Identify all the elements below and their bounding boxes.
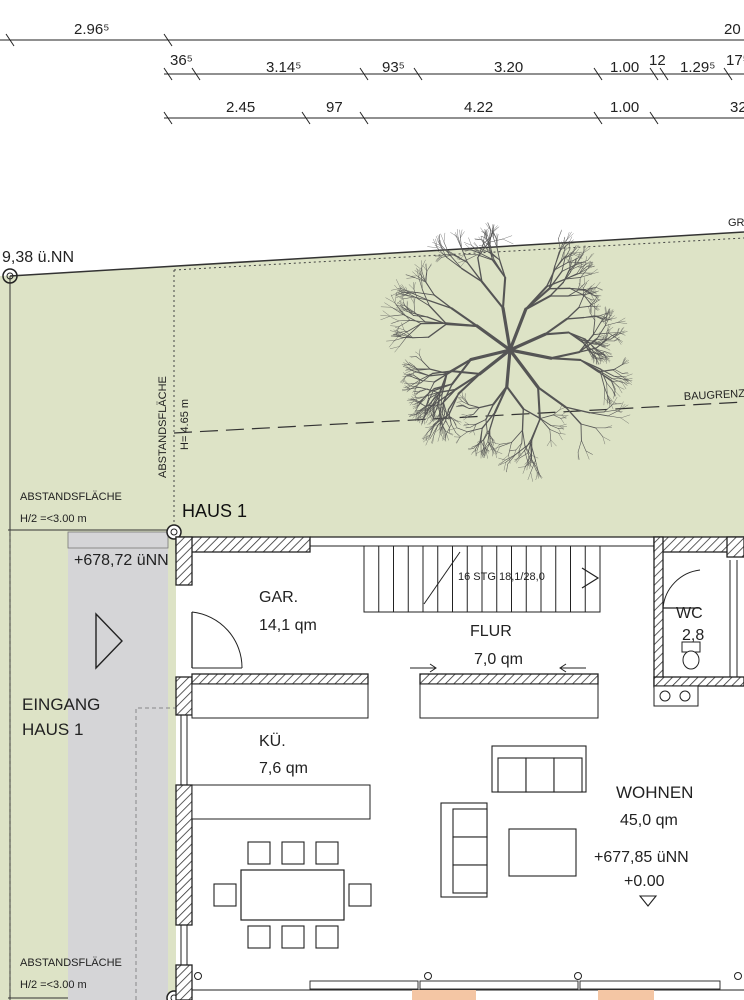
entrance-dashed-outline	[135, 707, 176, 1000]
abstand-top-value: H/2 =<3.00 m	[20, 513, 87, 525]
level-marker-icon	[638, 895, 658, 907]
dim-ticks-row1	[163, 67, 733, 81]
house-label: HAUS 1	[182, 501, 247, 521]
kitchen-counter	[191, 784, 371, 820]
dim-text: 32	[730, 99, 744, 116]
cabinet	[419, 683, 599, 719]
house-floor	[176, 537, 744, 1000]
door-sill	[598, 990, 654, 1000]
staircase	[363, 545, 601, 613]
room-level-wohnen: +0.00	[624, 873, 665, 890]
entrance-label-line1: EINGANG	[22, 695, 100, 714]
dim-text: 12	[649, 52, 666, 69]
wall	[653, 676, 744, 687]
dimension-texts: 2.96⁵ 20 36⁵ 3.14⁵ 93⁵ 3.20 1.00 12 1.29…	[74, 21, 744, 116]
wall	[419, 673, 599, 685]
dim-text: 93⁵	[382, 59, 405, 76]
stair-label: 16 STG 18,1/28,0	[458, 571, 545, 583]
stair-direction-icon	[581, 567, 600, 589]
dim-text: 2.96⁵	[74, 21, 109, 38]
chair-icon	[213, 841, 372, 949]
door-sill	[412, 990, 476, 1000]
wall	[175, 784, 193, 926]
room-area-flur: 7,0 qm	[474, 651, 523, 668]
sink-icon	[653, 685, 699, 707]
dimension-chain-top	[0, 33, 744, 125]
wall	[175, 536, 193, 586]
survey-point-icon	[166, 524, 182, 540]
wc-door-swing	[662, 569, 701, 609]
h-vertical-label: H= 4.65 m	[179, 399, 191, 450]
room-name-flur: FLUR	[470, 623, 512, 640]
window-sill	[579, 980, 721, 990]
room-name-garage: GAR.	[259, 589, 298, 606]
dim-text: 2.45	[226, 99, 255, 116]
abstand-top-title: ABSTANDSFLÄCHE	[20, 491, 122, 503]
stair-break-line	[423, 551, 461, 605]
dim-text: 1.29⁵	[680, 59, 715, 76]
baugrenze-line	[173, 401, 744, 434]
abstand-vertical-label: ABSTANDSFLÄCHE	[157, 376, 169, 478]
room-name-wohnen: WOHNEN	[616, 783, 693, 802]
dim-text: 1.00	[610, 99, 639, 116]
abstand-bottom-title: ABSTANDSFLÄCHE	[20, 957, 122, 969]
wall	[653, 536, 664, 688]
arrow-icon	[410, 663, 586, 673]
room-elevation-wohnen: +677,85 üNN	[594, 849, 689, 866]
wall	[175, 536, 311, 553]
wall	[175, 964, 193, 1000]
dim-text: 3.20	[494, 59, 523, 76]
entrance-label-line2: HAUS 1	[22, 720, 83, 739]
room-area-garage: 14,1 qm	[259, 617, 317, 634]
label-gr: GR	[728, 217, 744, 229]
wall	[175, 676, 193, 716]
dining-table	[240, 869, 345, 921]
window-sill	[419, 980, 579, 990]
wall	[726, 536, 744, 558]
house-1	[175, 536, 744, 1000]
toilet-icon	[681, 641, 701, 670]
dim-text: 20	[724, 21, 741, 38]
room-area-wc: 2,8	[682, 627, 704, 644]
abstand-bottom-value: H/2 =<3.00 m	[20, 979, 87, 991]
kitchen-cabinet	[191, 683, 369, 719]
setback-line-top	[173, 237, 744, 271]
entrance-step	[67, 531, 169, 549]
sofa-icon	[491, 745, 587, 793]
entrance-elevation: +678,72 üNN	[74, 552, 169, 569]
dim-text: 4.22	[464, 99, 493, 116]
room-area-wohnen: 45,0 qm	[620, 812, 678, 829]
dim-text: 17⁵	[726, 52, 744, 69]
coffee-table	[508, 828, 577, 877]
entrance-arrow-icon	[95, 612, 123, 670]
dim-text: 1.00	[610, 59, 639, 76]
dim-text: 3.14⁵	[266, 59, 301, 76]
dim-ticks-row2	[163, 111, 659, 125]
elevation-label: 9,38 ü.NN	[2, 249, 74, 266]
window-sill	[309, 980, 419, 990]
entrance-path	[68, 548, 168, 1000]
baugrenze-label: BAUGRENZE	[684, 387, 744, 403]
sofa-icon	[440, 802, 488, 898]
dim-text: 97	[326, 99, 343, 116]
dim-text: 36⁵	[170, 52, 193, 69]
tree-icon	[380, 222, 633, 482]
column-icon	[194, 972, 742, 980]
room-area-kitchen: 7,6 qm	[259, 760, 308, 777]
wall	[191, 673, 369, 685]
door-swing	[191, 611, 243, 669]
room-name-kitchen: KÜ.	[259, 732, 286, 750]
property-line	[9, 231, 744, 277]
survey-point-icon	[2, 268, 18, 284]
room-name-wc: WC	[676, 605, 703, 622]
